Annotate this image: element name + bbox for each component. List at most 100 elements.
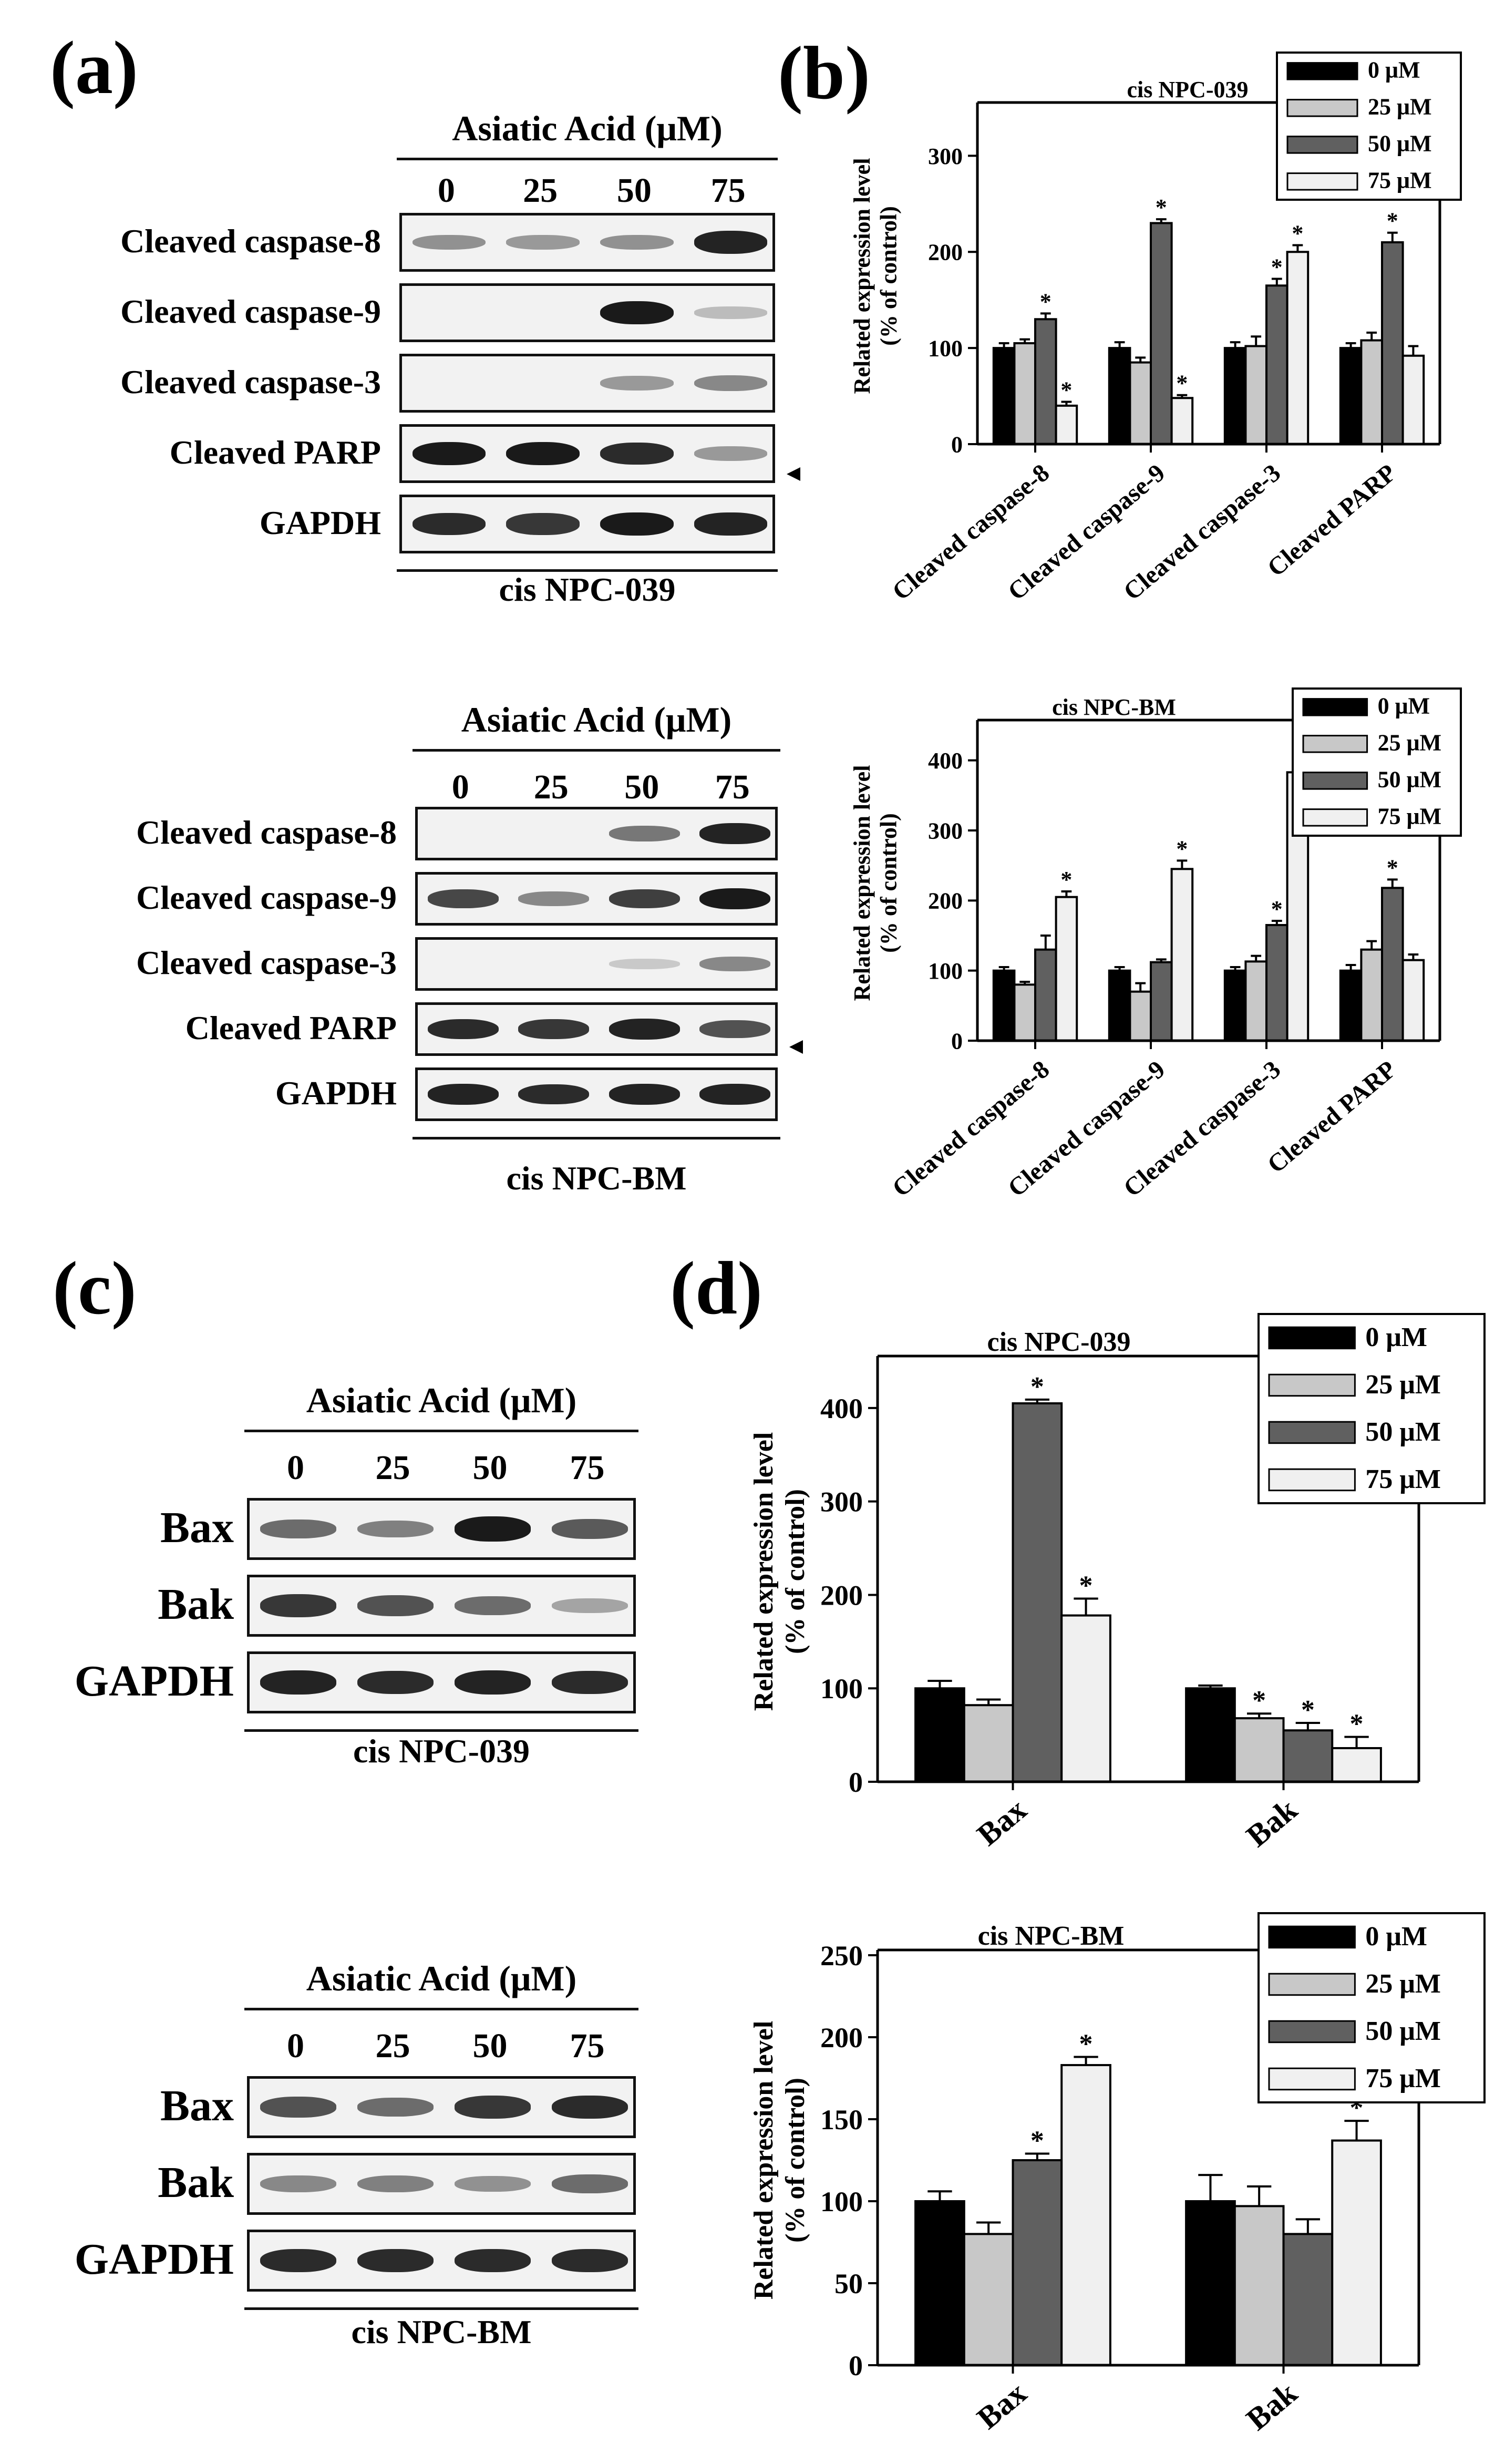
significance-star: * — [1030, 2126, 1044, 2156]
lane-label: 75 — [570, 2027, 605, 2065]
bar — [1034, 318, 1057, 445]
lane-label: 25 — [375, 1449, 410, 1487]
lane-label: 0 — [437, 171, 455, 210]
bar — [1013, 983, 1036, 1042]
y-axis-label: Related expression level(% of control) — [849, 765, 902, 1001]
protein-band — [357, 1520, 434, 1538]
protein-band — [699, 1084, 771, 1105]
legend-label: 75 μM — [1365, 2063, 1441, 2093]
panel-label-a: (a) — [50, 26, 138, 110]
significance-star: * — [1292, 220, 1303, 246]
y-tick-label: 400 — [820, 1393, 863, 1424]
bar — [1060, 1614, 1111, 1783]
protein-band — [694, 375, 768, 391]
protein-band — [455, 2249, 531, 2273]
protein-band — [427, 889, 499, 908]
blot-strip — [415, 872, 778, 926]
y-axis-label: Related expression level(% of control) — [749, 1432, 810, 1711]
lane-label: 25 — [523, 171, 558, 210]
protein-band — [609, 959, 680, 969]
blot-row-label: Cleaved caspase-8 — [120, 222, 381, 260]
protein-band — [260, 2097, 336, 2118]
protein-band — [412, 234, 486, 250]
blot-strip — [247, 1651, 636, 1713]
y-tick-label: 0 — [951, 432, 963, 457]
blot-footer-rule — [413, 1137, 780, 1139]
legend-label: 75 μM — [1378, 804, 1441, 829]
blot-strip — [247, 2153, 636, 2215]
legend-label: 75 μM — [1368, 168, 1431, 193]
cell-line-label: cis NPC-BM — [506, 1159, 687, 1197]
protein-band — [600, 301, 674, 325]
x-tick-label: Bak — [1240, 2375, 1304, 2437]
bar — [1108, 347, 1131, 446]
blot-strip — [415, 1002, 778, 1056]
significance-star: * — [1301, 1695, 1315, 1725]
blot-header: Asiatic Acid (μM) — [306, 1380, 577, 1420]
protein-band — [518, 1084, 590, 1105]
lane-label: 75 — [710, 171, 746, 210]
y-axis-label: Related expression level(% of control) — [749, 2021, 810, 2300]
bar — [1244, 960, 1268, 1042]
legend-swatch — [1268, 1373, 1356, 1397]
protein-band — [412, 442, 486, 466]
bar — [1012, 2159, 1063, 2366]
x-tick-label: Bax — [971, 1792, 1033, 1852]
y-tick-label: 50 — [834, 2268, 863, 2299]
legend-swatch — [1286, 172, 1358, 191]
bar — [1381, 241, 1404, 445]
panel-label-b: (b) — [778, 32, 870, 115]
legend-swatch — [1268, 1973, 1356, 1996]
blot-strip — [247, 2230, 636, 2292]
blot-row-label: Cleaved caspase-8 — [136, 814, 397, 851]
blot-strip — [399, 213, 775, 272]
legend-swatch — [1302, 698, 1368, 716]
protein-band — [694, 306, 768, 319]
significance-star: * — [1156, 194, 1167, 220]
lane-label: 25 — [533, 768, 569, 806]
protein-band — [609, 1084, 680, 1105]
significance-star: * — [1176, 371, 1188, 396]
legend-label: 25 μM — [1365, 1370, 1441, 1400]
blot-row-label: GAPDH — [74, 2235, 234, 2284]
blot-header: Asiatic Acid (μM) — [461, 700, 732, 740]
y-tick-label: 400 — [928, 748, 963, 774]
legend-label: 50 μM — [1378, 767, 1441, 793]
legend-label: 50 μM — [1365, 1417, 1441, 1447]
blot-strip — [399, 354, 775, 413]
protein-band — [427, 1084, 499, 1105]
protein-band — [694, 512, 768, 536]
protein-band — [506, 513, 580, 535]
significance-star: * — [1060, 377, 1072, 403]
bar — [1233, 2205, 1285, 2366]
bar — [914, 2200, 965, 2366]
lane-label: 50 — [472, 1449, 508, 1487]
blot-strip — [247, 1575, 636, 1637]
protein-band — [455, 1516, 531, 1542]
protein-band — [506, 442, 580, 466]
chart-title: cis NPC-BM — [978, 1921, 1125, 1951]
legend-swatch — [1268, 1468, 1356, 1492]
protein-band — [600, 234, 674, 250]
blot-header: Asiatic Acid (μM) — [452, 108, 723, 148]
blot-strip — [415, 807, 778, 860]
significance-star: * — [1271, 254, 1283, 280]
x-tick-label: Bax — [971, 2375, 1033, 2436]
blot-strip — [415, 1067, 778, 1121]
protein-band — [609, 889, 680, 909]
protein-band — [455, 1670, 531, 1695]
y-tick-label: 200 — [820, 1579, 863, 1611]
legend-label: 0 μM — [1365, 1922, 1427, 1952]
bar — [1055, 896, 1078, 1042]
protein-band — [694, 231, 768, 254]
bar — [1339, 969, 1363, 1042]
bar — [1339, 347, 1363, 446]
significance-star: * — [1079, 2029, 1093, 2059]
significance-star: * — [1040, 289, 1052, 314]
blot-row-label: Bax — [160, 1503, 234, 1552]
bar — [1286, 251, 1310, 445]
